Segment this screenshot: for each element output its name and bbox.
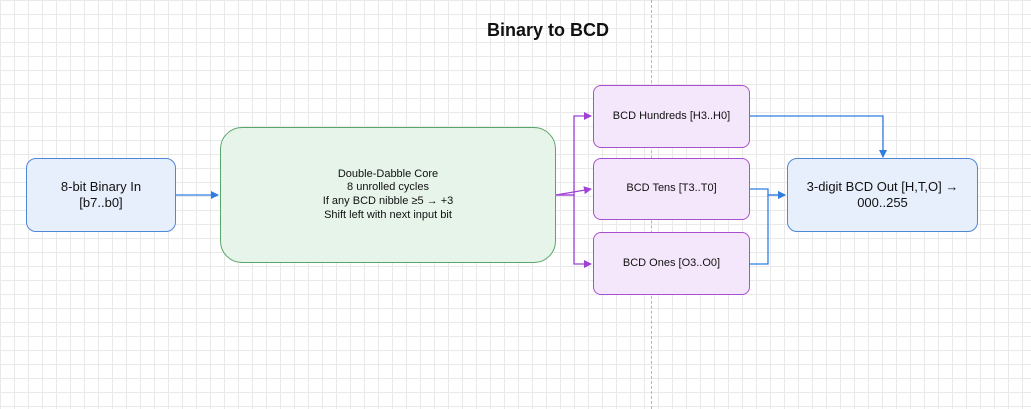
binary-input-node: 8-bit Binary In [b7..b0]: [26, 158, 176, 232]
diagram-title: Binary to BCD: [486, 20, 609, 40]
edge-core-to-ones: [556, 194, 592, 268]
double-dabble-core-node: Double-Dabble Core 8 unrolled cycles If …: [220, 127, 556, 263]
edge-tens-to-output: [749, 188, 786, 199]
bcd-output-line-1: 3-digit BCD Out [H,T,O] →: [806, 178, 959, 194]
edge-ones-to-output: [749, 191, 786, 265]
edge-core-to-hundreds: [556, 112, 592, 196]
edge-hundreds-to-output: [749, 115, 887, 158]
bcd-hundreds-label: BCD Hundreds [H3..H0]: [612, 109, 731, 122]
core-line-3: If any BCD nibble ≥5 → +3: [322, 195, 454, 207]
bcd-tens-label: BCD Tens [T3..T0]: [626, 182, 717, 195]
edge-core-to-tens: [555, 186, 592, 196]
core-line-1: Double-Dabble Core: [337, 167, 439, 180]
core-line-4: Shift left with next input bit: [324, 208, 452, 221]
bcd-ones-node: BCD Ones [O3..O0]: [593, 232, 750, 295]
bcd-tens-node: BCD Tens [T3..T0]: [593, 158, 750, 220]
binary-input-line-2: [b7..b0]: [79, 195, 123, 210]
bcd-output-line-2: 000..255: [857, 195, 908, 210]
bcd-output-node: 3-digit BCD Out [H,T,O] → 000..255: [787, 158, 978, 232]
core-line-2: 8 unrolled cycles: [347, 181, 429, 194]
bcd-hundreds-node: BCD Hundreds [H3..H0]: [593, 85, 750, 148]
bcd-ones-label: BCD Ones [O3..O0]: [622, 256, 721, 269]
binary-input-line-1: 8-bit Binary In: [60, 178, 142, 194]
